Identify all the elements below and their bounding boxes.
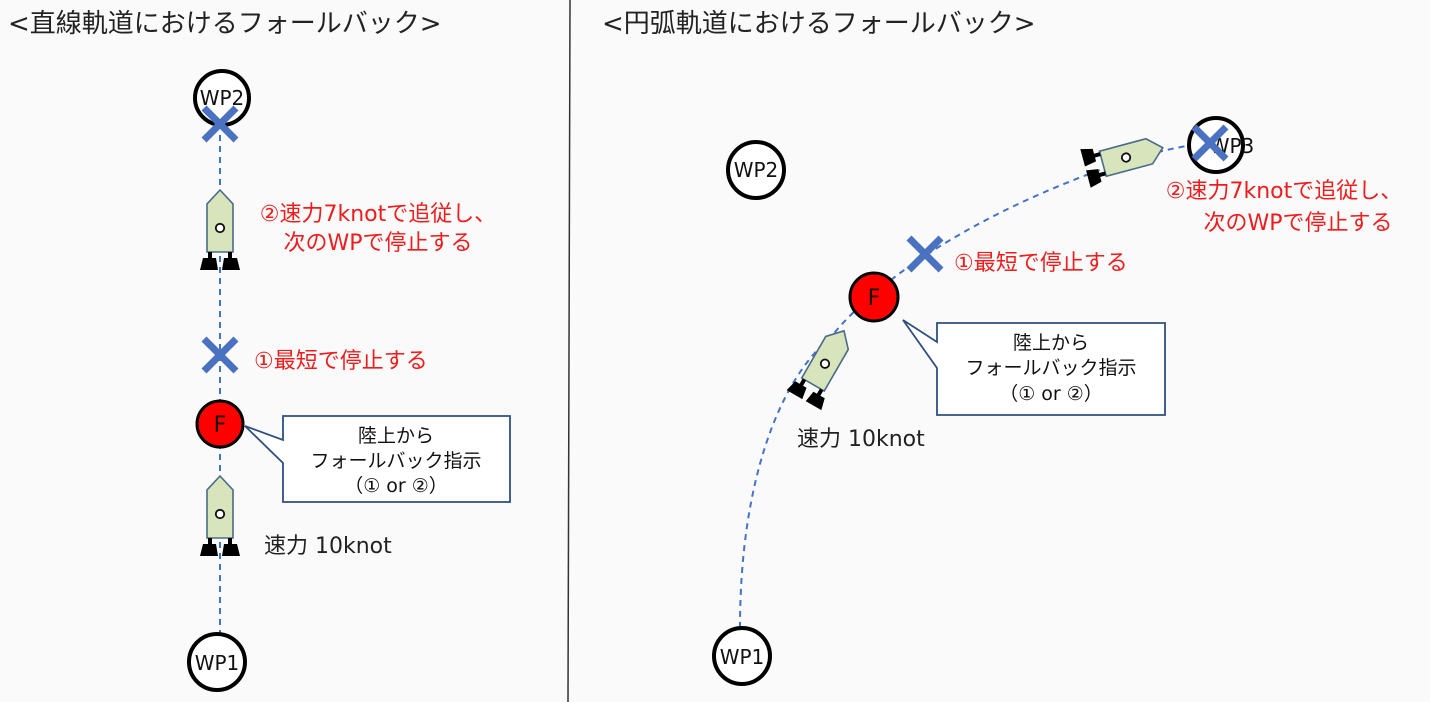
right-wp2-label: WP2 [734, 158, 779, 182]
left-step2-line1: ②速力7knotで追従し、 [260, 202, 497, 227]
right-callout-line3: （① or ②） [999, 383, 1103, 405]
panel-divider [567, 0, 571, 702]
right-boat-following [1079, 127, 1169, 189]
left-title: <直線軌道におけるフォールバック> [8, 9, 442, 39]
right-fallback-marker: F [848, 271, 900, 323]
right-wp3-node: WP3 [1187, 116, 1254, 174]
right-step2-line2: 次のWPで停止する [1203, 211, 1392, 236]
left-wp2-node: WP2 [193, 69, 251, 127]
right-callout-line2: フォールバック指示 [965, 357, 1136, 379]
right-wp1-node: WP1 [712, 626, 772, 686]
right-wp2-node: WP2 [726, 140, 786, 200]
left-fallback-marker: F [195, 399, 245, 449]
right-fallback-label: F [868, 286, 881, 311]
right-step1: ①最短で停止する [954, 251, 1128, 276]
left-callout-line1: 陸上から [358, 425, 434, 447]
left-step2-line2: 次のWPで停止する [283, 231, 472, 256]
left-wp1-label: WP1 [195, 651, 240, 675]
left-wp2-label: WP2 [200, 86, 245, 110]
left-step1: ①最短で停止する [254, 349, 428, 374]
right-shortest-stop-cross [909, 238, 941, 270]
left-fallback-label: F [214, 413, 227, 438]
left-callout-line3: （① or ②） [344, 475, 448, 497]
right-wp1-label: WP1 [720, 645, 765, 669]
right-callout: 陸上から フォールバック指示 （① or ②） [902, 319, 1166, 416]
right-title: <円弧軌道におけるフォールバック> [602, 9, 1036, 39]
right-boat-initial [785, 319, 863, 412]
right-callout-line1: 陸上から [1013, 332, 1089, 354]
right-step2-line1: ②速力7knotで追従し、 [1166, 179, 1403, 204]
left-callout: 陸上から フォールバック指示 （① or ②） [244, 415, 511, 503]
left-wp1-node: WP1 [187, 632, 247, 692]
left-callout-line2: フォールバック指示 [310, 450, 481, 472]
right-speed: 速力 10knot [797, 427, 925, 452]
left-speed: 速力 10knot [264, 534, 392, 559]
